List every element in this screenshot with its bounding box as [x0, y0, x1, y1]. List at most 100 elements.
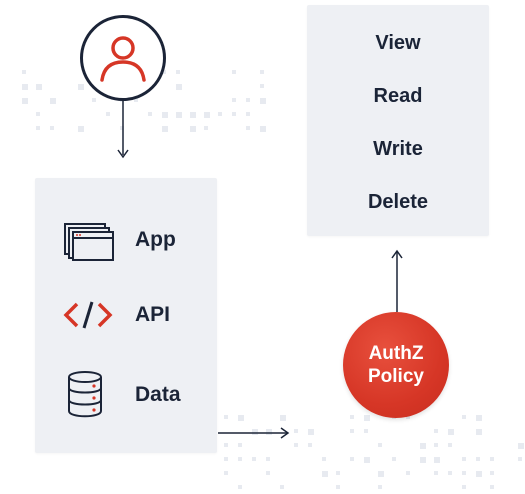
background-dot — [378, 471, 384, 477]
background-dot — [490, 457, 494, 461]
background-dot — [434, 429, 438, 433]
background-dot — [266, 457, 270, 461]
background-dot — [448, 443, 452, 447]
background-dot — [50, 98, 56, 104]
background-dot — [176, 70, 180, 74]
background-dot — [518, 443, 524, 449]
background-dot — [364, 415, 370, 421]
user-avatar — [80, 15, 166, 101]
background-dot — [106, 112, 110, 116]
background-dot — [308, 443, 312, 447]
background-dot — [462, 415, 466, 419]
background-dot — [218, 112, 222, 116]
background-dot — [260, 126, 266, 132]
background-dot — [50, 126, 54, 130]
background-dot — [232, 70, 236, 74]
background-dot — [308, 429, 314, 435]
background-dot — [266, 429, 272, 435]
background-dot — [246, 126, 250, 130]
background-dot — [420, 443, 426, 449]
background-dot — [378, 485, 382, 489]
background-dot — [246, 98, 250, 102]
background-dot — [190, 126, 196, 132]
background-dot — [78, 126, 84, 132]
background-dot — [266, 471, 270, 475]
background-dot — [246, 112, 250, 116]
background-dot — [148, 112, 152, 116]
resource-item-api: API — [35, 290, 217, 340]
user-icon — [100, 36, 146, 82]
background-dot — [490, 485, 494, 489]
background-dot — [204, 112, 210, 118]
background-dot — [224, 443, 228, 447]
action-write: Write — [373, 138, 423, 160]
background-dot — [176, 84, 182, 90]
background-dot — [336, 485, 340, 489]
background-dot — [476, 429, 482, 435]
background-dot — [420, 457, 426, 463]
background-dot — [294, 443, 298, 447]
background-dot — [448, 429, 454, 435]
background-dot — [476, 471, 482, 477]
background-dot — [78, 84, 84, 90]
background-dot — [406, 471, 410, 475]
background-dot — [36, 112, 40, 116]
resources-panel: App API Data — [35, 178, 217, 453]
background-dot — [462, 485, 466, 489]
background-dot — [22, 98, 28, 104]
background-dot — [36, 84, 42, 90]
arrow-user-to-resources — [117, 100, 129, 159]
action-read: Read — [373, 85, 423, 107]
background-dot — [260, 98, 266, 104]
background-dot — [280, 485, 284, 489]
resource-label-app: App — [135, 228, 176, 251]
background-dot — [162, 70, 166, 74]
background-dot — [294, 429, 298, 433]
background-dot — [364, 429, 368, 433]
background-dot — [224, 471, 228, 475]
action-view: View — [375, 32, 421, 54]
background-dot — [252, 429, 258, 435]
arrow-policy-to-actions — [391, 249, 403, 312]
background-dot — [434, 443, 438, 447]
background-dot — [162, 126, 168, 132]
authz-policy-badge: AuthZ Policy — [343, 312, 449, 418]
background-dot — [406, 415, 410, 419]
background-dot — [224, 415, 228, 419]
background-dot — [232, 112, 236, 116]
background-dot — [238, 443, 242, 447]
background-dot — [260, 84, 264, 88]
background-dot — [462, 457, 466, 461]
policy-line-1: AuthZ — [368, 343, 424, 364]
resource-item-app: App — [35, 215, 217, 265]
background-dot — [238, 415, 244, 421]
background-dot — [36, 126, 40, 130]
resource-item-data: Data — [35, 370, 217, 420]
background-dot — [120, 126, 124, 130]
actions-panel: View Read Write Delete — [307, 5, 489, 236]
background-dot — [434, 471, 438, 475]
resource-label-data: Data — [135, 383, 181, 406]
background-dot — [176, 112, 182, 118]
background-dot — [350, 457, 354, 461]
background-dot — [448, 471, 452, 475]
background-dot — [280, 415, 286, 421]
background-dot — [392, 457, 396, 461]
background-dot — [490, 471, 494, 475]
background-dot — [190, 112, 196, 118]
background-dot — [162, 112, 168, 118]
policy-line-2: Policy — [368, 366, 424, 387]
background-dot — [238, 457, 242, 461]
arrow-resources-to-policy — [218, 427, 290, 439]
background-dot — [462, 471, 466, 475]
background-dot — [378, 443, 382, 447]
background-dot — [260, 70, 264, 74]
database-icon — [68, 371, 102, 418]
resource-label-api: API — [135, 303, 171, 326]
code-icon — [63, 301, 113, 329]
background-dot — [22, 70, 26, 74]
background-dot — [204, 126, 208, 130]
background-dot — [476, 457, 480, 461]
